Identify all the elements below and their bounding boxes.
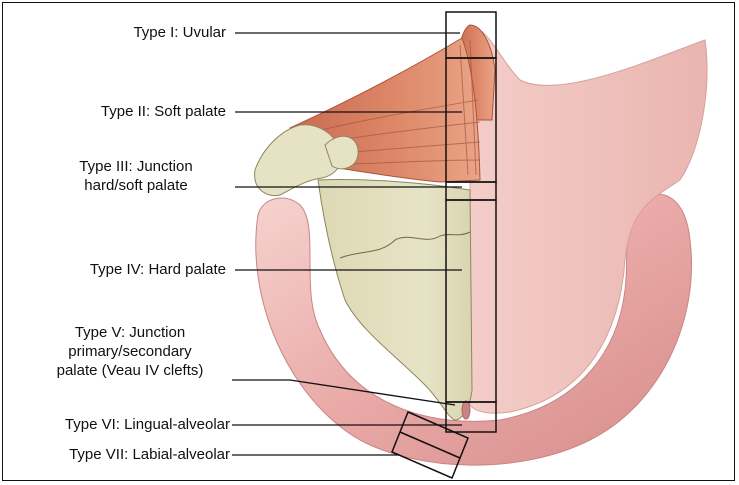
- label-type5: Type V: Junction primary/secondary palat…: [30, 323, 230, 380]
- label-type5-line2: primary/secondary: [30, 342, 230, 361]
- label-type3-line2: hard/soft palate: [46, 176, 226, 195]
- label-type3: Type III: Junction hard/soft palate: [46, 157, 226, 195]
- label-type5-line1: Type V: Junction: [30, 323, 230, 342]
- label-type1: Type I: Uvular: [133, 23, 226, 42]
- label-type2: Type II: Soft palate: [101, 102, 226, 121]
- label-type7: Type VII: Labial-alveolar: [69, 445, 230, 464]
- label-type5-line3: palate (Veau IV clefts): [30, 361, 230, 380]
- label-type6: Type VI: Lingual-alveolar: [65, 415, 230, 434]
- label-type3-line1: Type III: Junction: [46, 157, 226, 176]
- label-type4: Type IV: Hard palate: [90, 260, 226, 279]
